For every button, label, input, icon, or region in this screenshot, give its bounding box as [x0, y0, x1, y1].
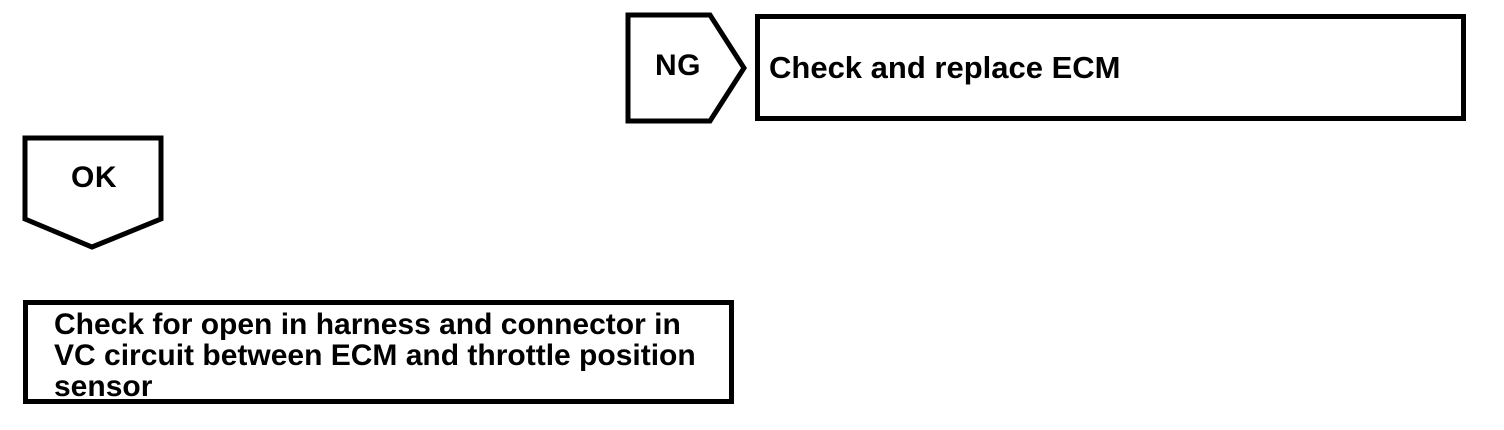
vc-circuit-check-line-1: Check for open in harness and connector …: [54, 308, 681, 341]
ng-connector-pentagon-icon: [625, 12, 747, 124]
vc-circuit-check-line-3: sensor: [54, 370, 153, 403]
vc-circuit-check-line-2: VC circuit between ECM and throttle posi…: [54, 339, 696, 372]
vc-circuit-check-box: Check for open in harness and connector …: [23, 300, 734, 404]
ok-connector-label: OK: [71, 161, 117, 194]
ok-connector-pentagon-icon: [22, 135, 164, 250]
ng-connector-label: NG: [655, 49, 701, 82]
ecm-action-box: Check and replace ECM: [755, 14, 1466, 121]
ecm-action-text: Check and replace ECM: [769, 49, 1121, 85]
